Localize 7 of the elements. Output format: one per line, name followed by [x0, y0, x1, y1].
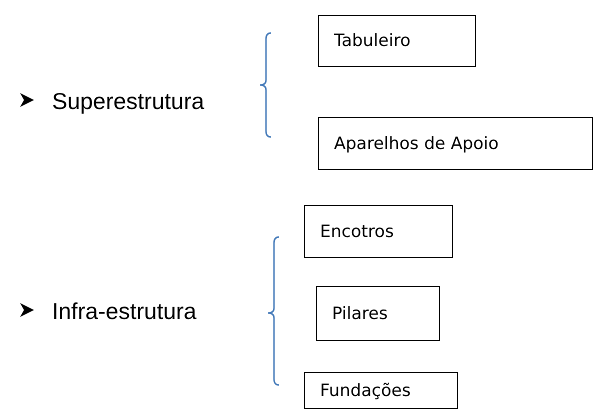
- text-box: Tabuleiro: [318, 15, 476, 67]
- list-item-text: Superestrutura: [52, 88, 204, 115]
- text-box: Encotros: [304, 205, 453, 258]
- text-box: Aparelhos de Apoio: [318, 117, 593, 170]
- text-box: Pilares: [316, 286, 440, 341]
- list-item-text: Infra-estrutura: [52, 298, 196, 325]
- text-box: Fundações: [304, 372, 458, 409]
